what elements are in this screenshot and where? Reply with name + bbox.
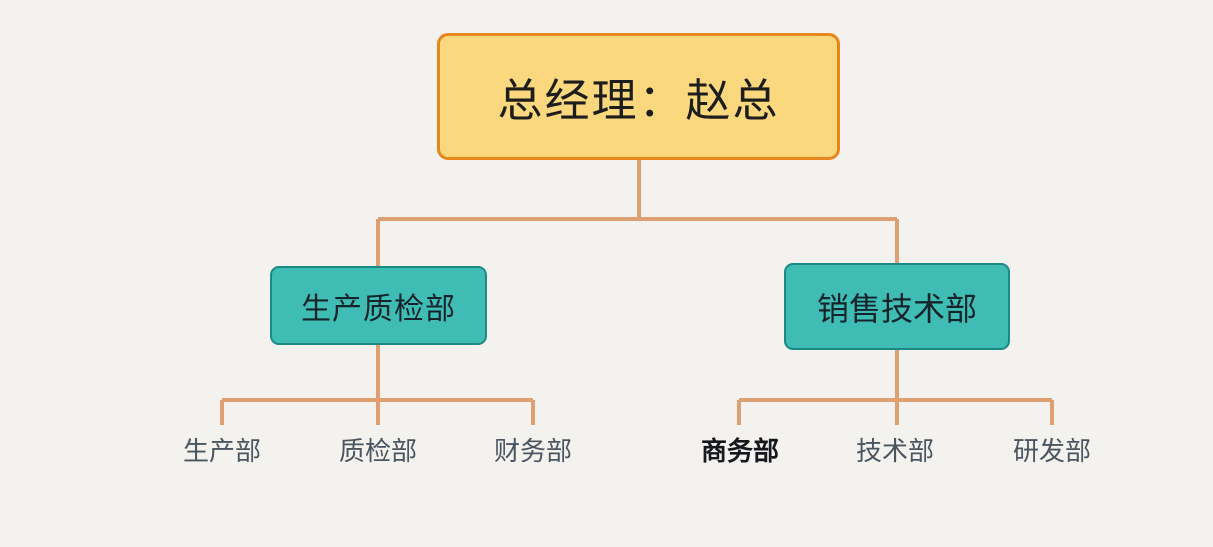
node-production-department[interactable]: 生产部	[182, 436, 261, 466]
node-sales-technology-department[interactable]: 销售技术部	[784, 263, 1010, 350]
node-technology-department[interactable]: 技术部	[855, 436, 934, 466]
node-general-manager[interactable]: 总经理：赵总	[437, 33, 840, 160]
node-quality-inspection-department[interactable]: 质检部	[338, 436, 417, 466]
node-finance-department[interactable]: 财务部	[493, 436, 572, 466]
node-production-quality-department[interactable]: 生产质检部	[270, 266, 487, 345]
node-business-department[interactable]: 商务部	[700, 435, 779, 466]
node-research-development-department[interactable]: 研发部	[1012, 436, 1091, 466]
